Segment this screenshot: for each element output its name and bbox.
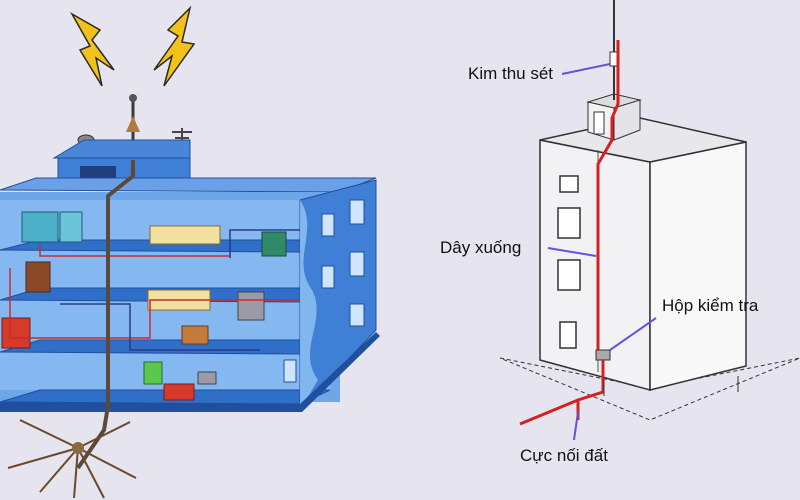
label-earth-terminal: Cực nối đất [520,446,608,465]
label-air-terminal: Kim thu sét [468,64,554,83]
pointer-earth-terminal [573,411,579,441]
pointer-test-box [609,317,657,351]
line-drawing-building [499,0,800,426]
pointer-air-terminal [561,63,611,75]
lightning-bolt-icon [153,5,196,87]
lightning-bolt-icon [70,12,115,87]
label-test-box: Hộp kiểm tra [662,296,759,315]
cutaway-building-illustration [0,5,380,499]
label-down-conductor: Dây xuống [440,238,522,257]
pointer-down-conductor [547,247,597,257]
